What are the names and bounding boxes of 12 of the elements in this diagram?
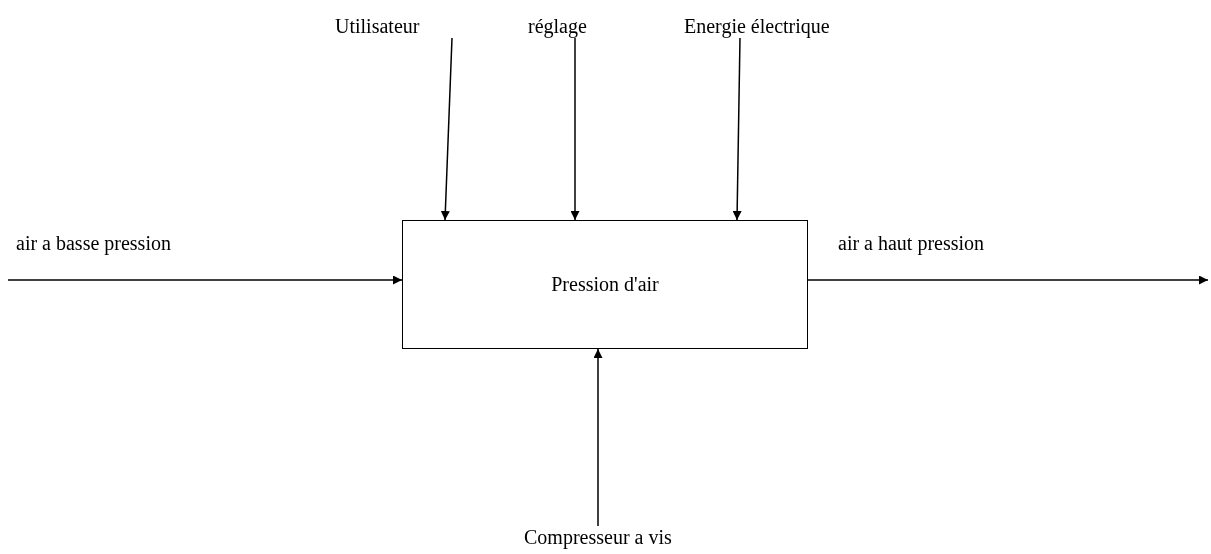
input-label: Compresseur a vis bbox=[524, 526, 672, 549]
input-label: réglage bbox=[528, 15, 587, 38]
arrow bbox=[7, 275, 403, 285]
arrow bbox=[732, 37, 742, 221]
arrow bbox=[807, 275, 1209, 285]
process-title: Pression d'air bbox=[551, 273, 659, 296]
input-label: Utilisateur bbox=[335, 15, 420, 38]
process-box bbox=[402, 220, 808, 349]
arrow bbox=[593, 348, 603, 527]
arrow bbox=[440, 37, 453, 221]
input-label: Energie électrique bbox=[684, 15, 830, 38]
arrow bbox=[570, 37, 580, 221]
